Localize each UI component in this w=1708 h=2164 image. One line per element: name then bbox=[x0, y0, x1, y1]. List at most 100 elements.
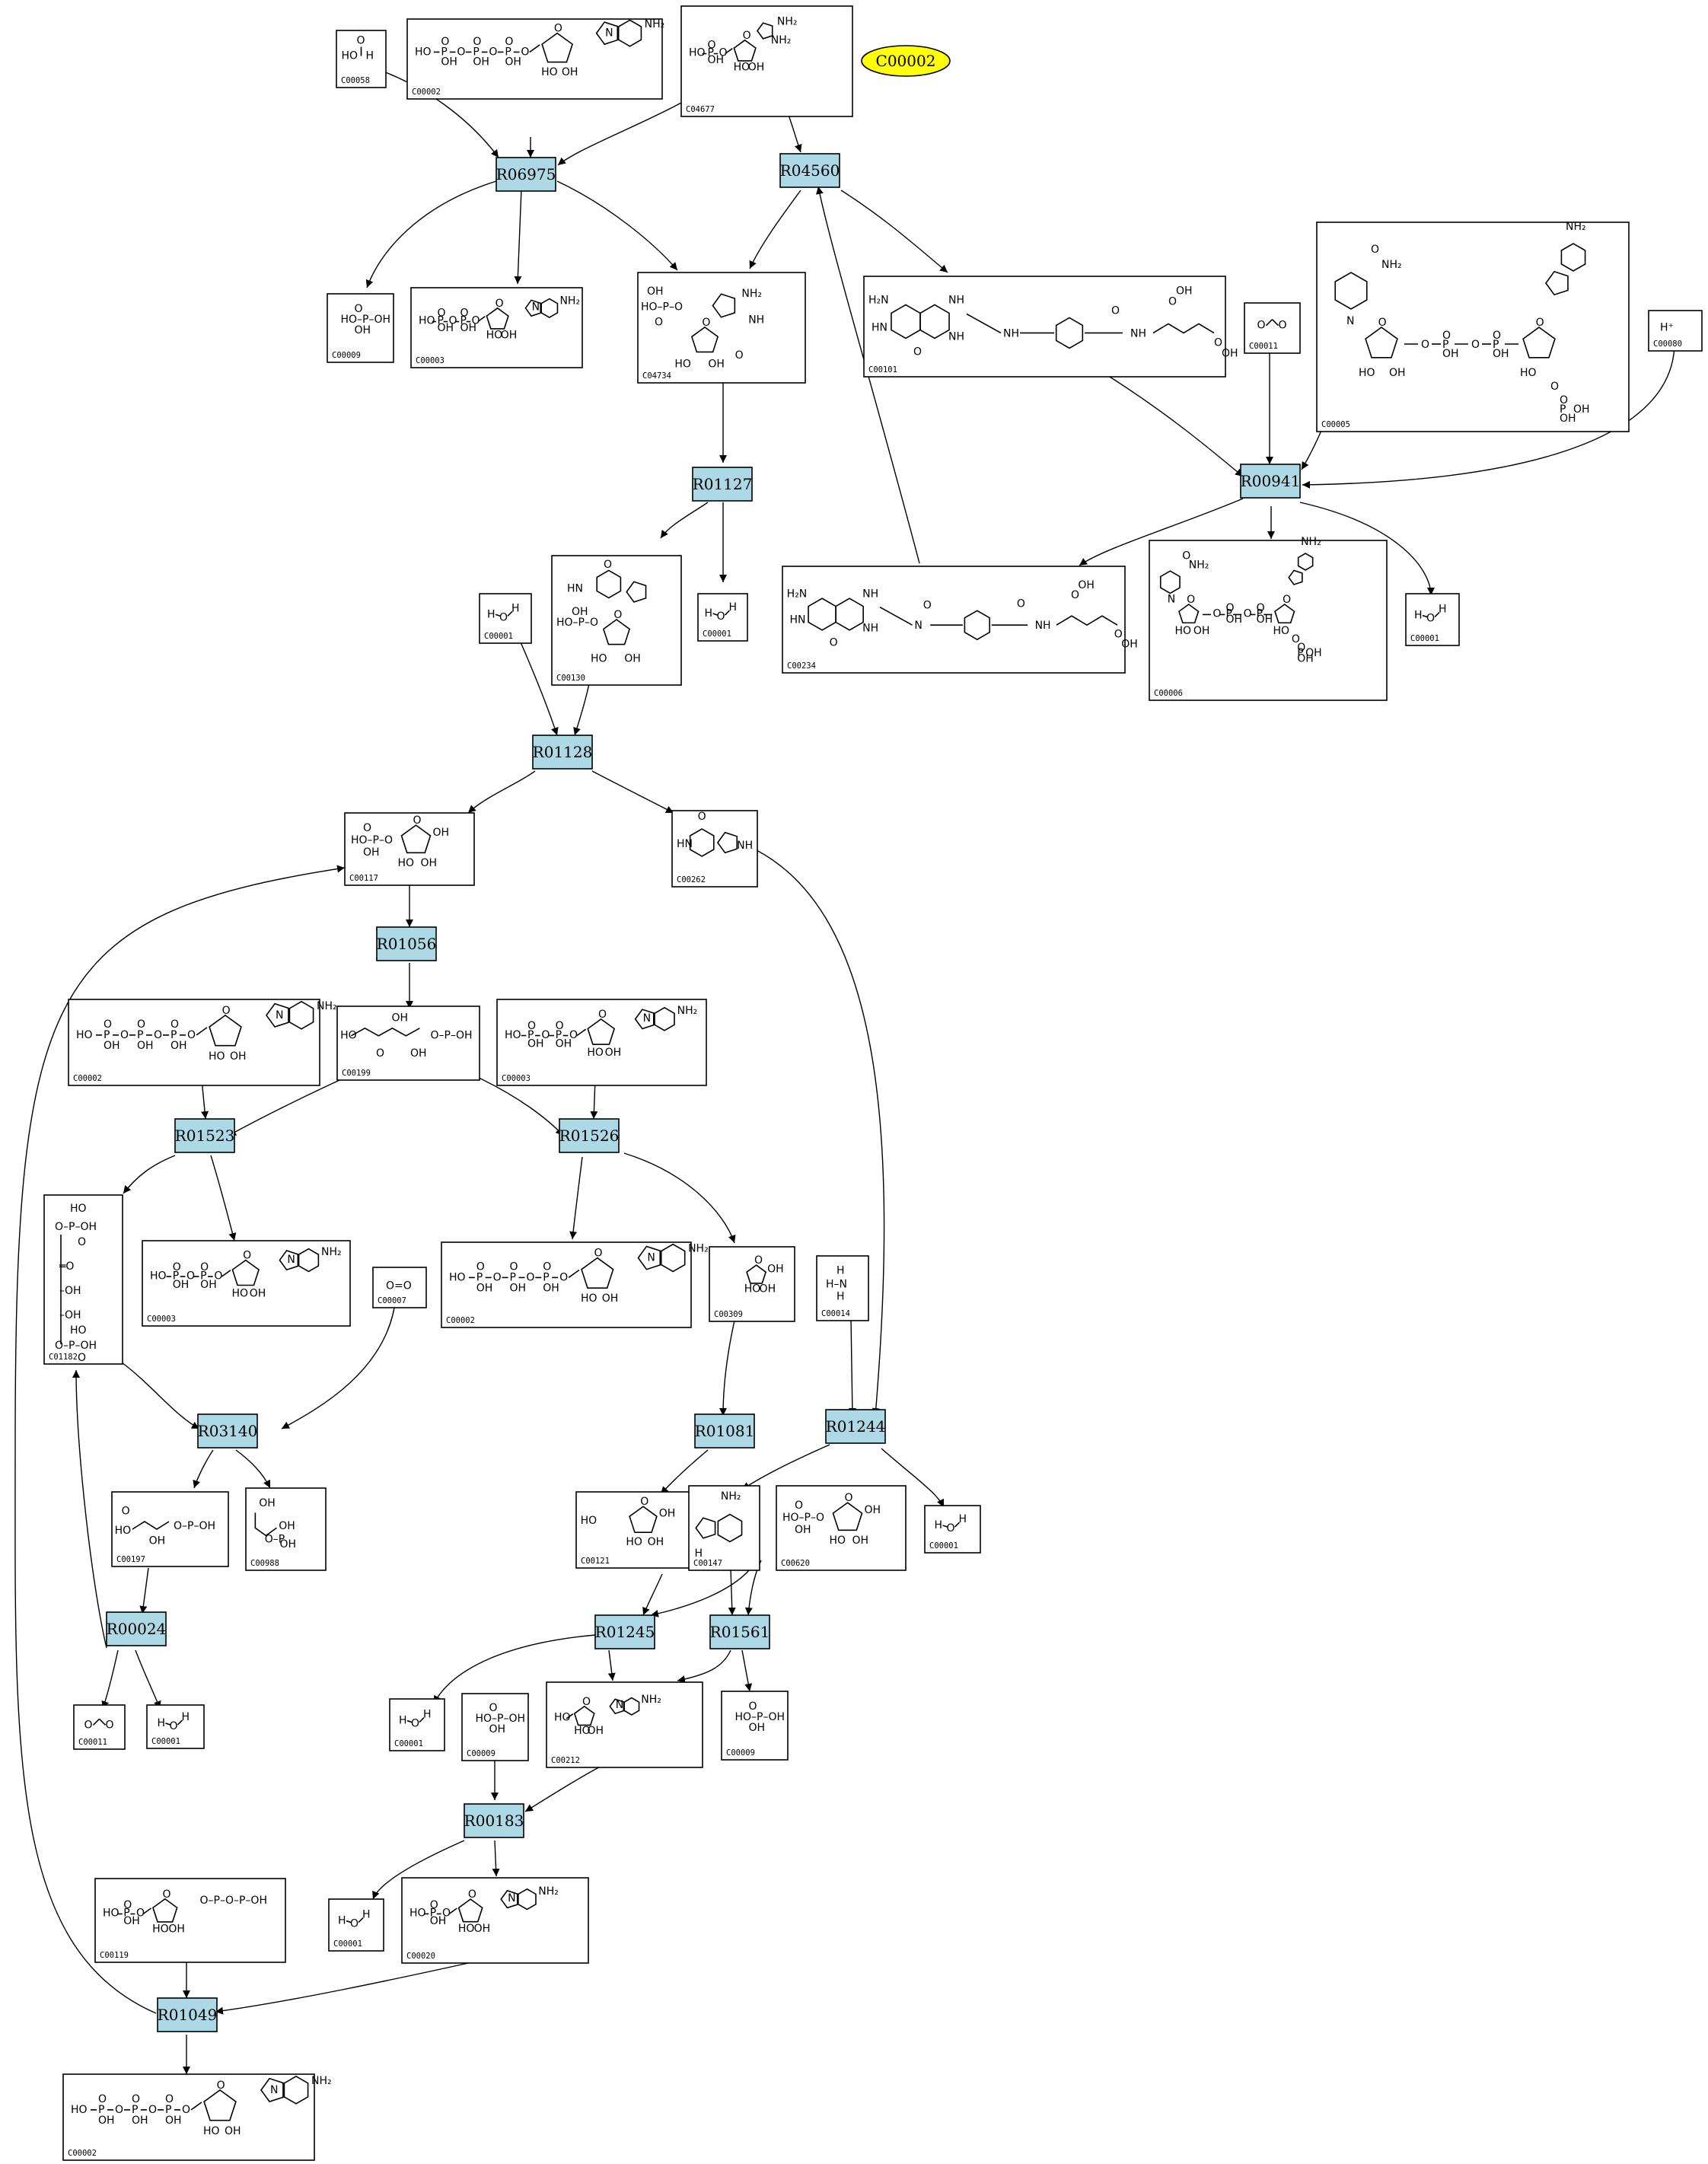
reaction-node-r01127[interactable]: R01127 bbox=[692, 467, 753, 502]
reaction-node-r01049[interactable]: R01049 bbox=[157, 1997, 218, 2032]
svg-text:O: O bbox=[476, 1260, 485, 1273]
svg-text:O: O bbox=[527, 1020, 536, 1032]
reaction-node-r04560[interactable]: R04560 bbox=[779, 153, 840, 188]
reaction-node-r01561[interactable]: R01561 bbox=[709, 1614, 770, 1649]
svg-text:O: O bbox=[1114, 628, 1123, 640]
compound-frame bbox=[1244, 302, 1301, 354]
svg-text:O: O bbox=[594, 1248, 602, 1260]
svg-text:O: O bbox=[449, 314, 457, 327]
compound-id-label: C00011 bbox=[78, 1738, 107, 1747]
reaction-node-r01081[interactable]: R01081 bbox=[694, 1413, 755, 1449]
reaction-node-r01056[interactable]: R01056 bbox=[376, 926, 437, 961]
reaction-node-r06975[interactable]: R06975 bbox=[496, 157, 556, 192]
structure-o2-icon: O=O bbox=[386, 1280, 412, 1292]
svg-text:P: P bbox=[510, 1271, 516, 1283]
svg-text:NH₂: NH₂ bbox=[559, 295, 580, 307]
svg-text:H: H bbox=[423, 1709, 432, 1721]
svg-text:NH₂: NH₂ bbox=[1381, 259, 1402, 271]
svg-text:O: O bbox=[357, 35, 365, 47]
compound-id-label: C00002 bbox=[73, 1074, 102, 1083]
svg-text:P: P bbox=[170, 1029, 177, 1041]
reaction-node-r00183[interactable]: R00183 bbox=[464, 1803, 524, 1838]
svg-text:H: H bbox=[1439, 604, 1447, 616]
svg-text:HO: HO bbox=[1174, 625, 1191, 637]
svg-text:O: O bbox=[1071, 589, 1079, 601]
svg-text:O: O bbox=[1279, 320, 1287, 332]
compound-id-label: C00009 bbox=[332, 351, 361, 360]
svg-text:OH: OH bbox=[230, 1050, 247, 1063]
reaction-node-r01526[interactable]: R01526 bbox=[559, 1118, 620, 1153]
svg-text:OH: OH bbox=[543, 1282, 559, 1294]
reaction-node-r00941[interactable]: R00941 bbox=[1240, 464, 1301, 499]
svg-text:P: P bbox=[104, 1029, 110, 1041]
compound-id-label: C00001 bbox=[1410, 634, 1439, 643]
svg-text:O: O bbox=[510, 1260, 518, 1273]
svg-text:O: O bbox=[1371, 244, 1379, 256]
reaction-frame bbox=[197, 1413, 258, 1449]
reaction-id-label: R01526 bbox=[559, 1127, 620, 1145]
reaction-node-r01244[interactable]: R01244 bbox=[825, 1409, 886, 1444]
reaction-node-r01523[interactable]: R01523 bbox=[174, 1118, 235, 1153]
svg-text:H: H bbox=[836, 1265, 845, 1277]
svg-text:P: P bbox=[441, 46, 447, 58]
svg-text:HO: HO bbox=[398, 857, 415, 869]
highlight-compound-c00002[interactable]: C00002 bbox=[861, 45, 951, 77]
svg-text:O: O bbox=[78, 1352, 86, 1364]
compound-frame bbox=[924, 1505, 981, 1554]
svg-text:HO: HO bbox=[581, 1515, 597, 1527]
compound-frame bbox=[816, 1255, 869, 1321]
compound-id-label: C00058 bbox=[341, 76, 370, 85]
reaction-node-r00024[interactable]: R00024 bbox=[106, 1611, 167, 1646]
compound-box-c00080[interactable]: H⁺C00080 bbox=[1648, 310, 1703, 352]
reaction-node-r03140[interactable]: R03140 bbox=[197, 1413, 258, 1449]
reaction-node-r01128[interactable]: R01128 bbox=[532, 735, 593, 770]
svg-text:NH₂: NH₂ bbox=[1189, 559, 1209, 572]
reaction-node-r01245[interactable]: R01245 bbox=[594, 1614, 655, 1649]
reaction-id-label: R01081 bbox=[695, 1422, 755, 1440]
svg-text:O: O bbox=[123, 1899, 132, 1911]
